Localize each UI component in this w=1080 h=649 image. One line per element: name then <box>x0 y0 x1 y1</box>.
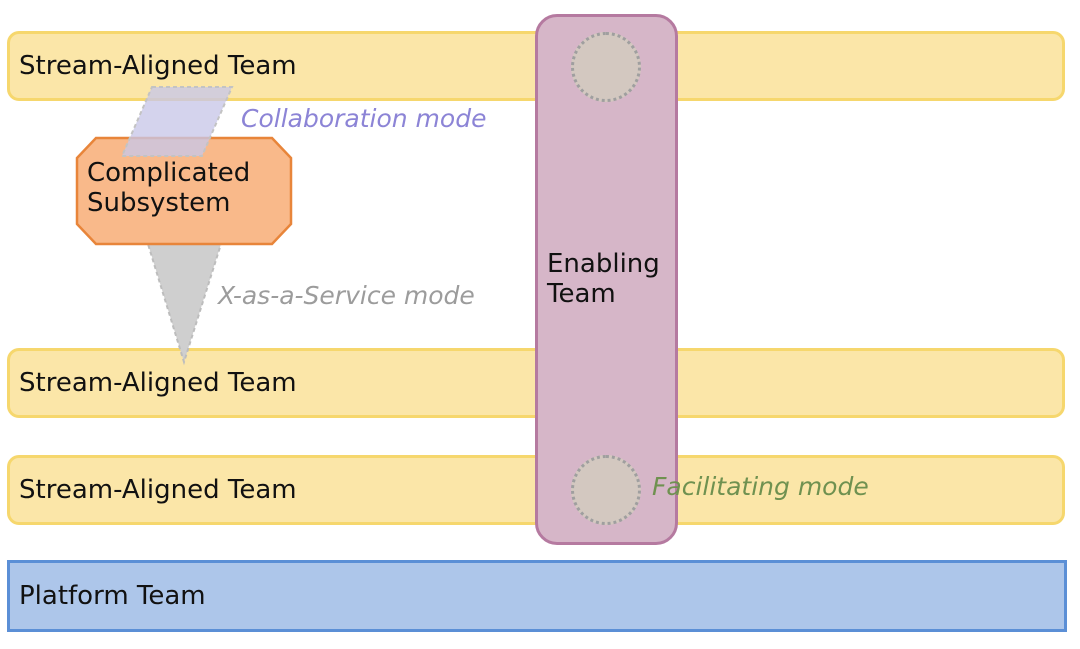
complicated-subsystem-label: Complicated Subsystem <box>87 158 250 218</box>
enabling-collaboration-dot <box>571 32 641 102</box>
enabling-team-label-line-2: Team <box>547 279 616 309</box>
collaboration-mode-label: Collaboration mode <box>241 104 487 133</box>
facilitating-mode-label: Facilitating mode <box>652 472 869 501</box>
platform-team-label: Platform Team <box>19 581 206 611</box>
xaas-mode-label: X-as-a-Service mode <box>218 281 475 310</box>
complicated-subsystem-shape <box>75 136 293 246</box>
stream-aligned-team-3-label: Stream-Aligned Team <box>19 475 297 505</box>
complicated-subsystem-label-line-2: Subsystem <box>87 188 231 218</box>
stream-aligned-team-1-label: Stream-Aligned Team <box>19 51 297 81</box>
facilitating-dot <box>571 455 641 525</box>
platform-team: Platform Team <box>7 560 1067 632</box>
collaboration-overlap <box>120 86 234 157</box>
enabling-team-label-line-1: Enabling <box>547 249 660 279</box>
xaas-funnel <box>146 243 223 366</box>
stream-aligned-team-2-label: Stream-Aligned Team <box>19 368 297 398</box>
enabling-team-label: Enabling Team <box>547 249 660 309</box>
complicated-subsystem-label-line-1: Complicated <box>87 158 251 188</box>
